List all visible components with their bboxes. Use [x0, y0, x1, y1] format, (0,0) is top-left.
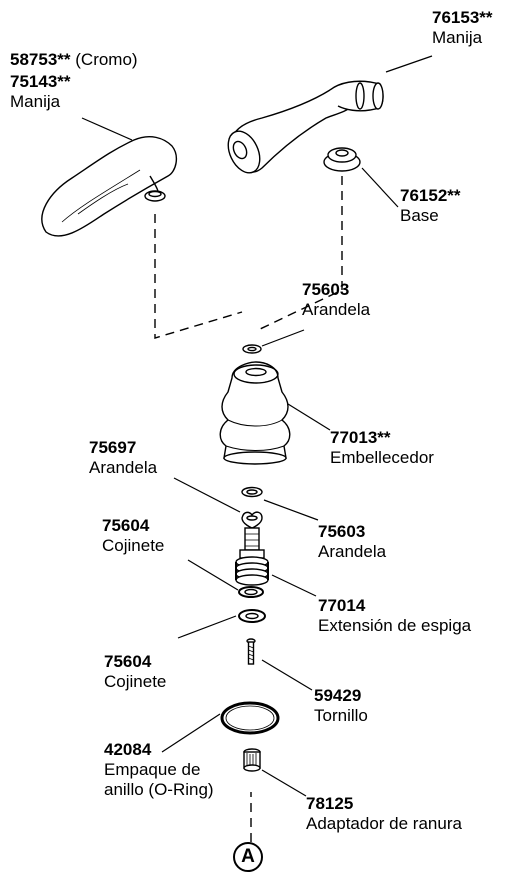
part-name-cojinete-bottom: Cojinete: [104, 672, 167, 691]
part-number-75697: 75697: [89, 438, 137, 457]
part-note-cromo: (Cromo): [75, 50, 138, 69]
part-name-arandela-75697: Arandela: [89, 458, 158, 477]
label-42084: 42084 Empaque de anillo (O-Ring): [104, 740, 214, 800]
part-number-75604-top: 75604: [102, 516, 150, 535]
part-number-77014: 77014: [318, 596, 366, 615]
part-number-78125: 78125: [306, 794, 354, 813]
part-name-empaque: Empaque de: [104, 760, 201, 779]
part-number-76153: 76153**: [432, 8, 493, 27]
label-75604-top: 75604 Cojinete: [102, 516, 164, 556]
label-75143: 75143** Manija: [10, 72, 71, 112]
part-name-arandela-top: Arandela: [302, 300, 371, 319]
label-77014: 77014 Extensión de espiga: [318, 596, 471, 636]
part-name-o-ring: anillo (O-Ring): [104, 780, 214, 799]
label-76153: 76153** Manija: [432, 8, 493, 48]
label-58753: 58753** (Cromo): [10, 50, 138, 70]
label-75604-bottom: 75604 Cojinete: [104, 652, 166, 692]
part-name-tornillo: Tornillo: [314, 706, 368, 725]
reference-marker-a: A: [233, 842, 263, 872]
part-number-42084: 42084: [104, 740, 152, 759]
part-number-77013: 77013**: [330, 428, 391, 447]
washer-75603-top-drawing: [242, 344, 262, 354]
stem-extension-drawing: [235, 527, 269, 586]
part-number-58753: 58753**: [10, 50, 71, 69]
part-name-arandela-75603: Arandela: [318, 542, 387, 561]
part-number-76152: 76152**: [400, 186, 461, 205]
part-name-adaptador-ranura: Adaptador de ranura: [306, 814, 462, 833]
leader-lines: [81, 55, 433, 797]
part-name-manija-left: Manija: [10, 92, 61, 111]
label-75603: 75603 Arandela: [318, 522, 386, 562]
o-ring-drawing: [220, 701, 280, 735]
part-number-75603: 75603: [318, 522, 366, 541]
knob-handle-drawing: [227, 80, 384, 174]
part-number-75603-top: 75603: [302, 280, 350, 299]
label-76152: 76152** Base: [400, 186, 461, 226]
base-drawing: [323, 147, 361, 172]
spline-adapter-drawing: [243, 748, 261, 772]
part-name-extension-espiga: Extensión de espiga: [318, 616, 472, 635]
part-number-75143: 75143**: [10, 72, 71, 91]
screw-drawing: [246, 638, 256, 665]
part-name-embellecedor: Embellecedor: [330, 448, 434, 467]
label-75603-top: 75603 Arandela: [302, 280, 370, 320]
label-59429: 59429 Tornillo: [314, 686, 368, 726]
escutcheon-drawing: [219, 361, 291, 465]
part-name-manija-right: Manija: [432, 28, 483, 47]
part-name-cojinete-top: Cojinete: [102, 536, 165, 555]
lever-handle-drawing: [41, 136, 178, 237]
part-number-75604-bottom: 75604: [104, 652, 152, 671]
assembly-dashed-lines: [154, 176, 343, 842]
label-75697: 75697 Arandela: [89, 438, 157, 478]
label-78125: 78125 Adaptador de ranura: [306, 794, 462, 834]
part-number-59429: 59429: [314, 686, 362, 705]
part-name-base: Base: [400, 206, 439, 225]
label-77013: 77013** Embellecedor: [330, 428, 434, 468]
